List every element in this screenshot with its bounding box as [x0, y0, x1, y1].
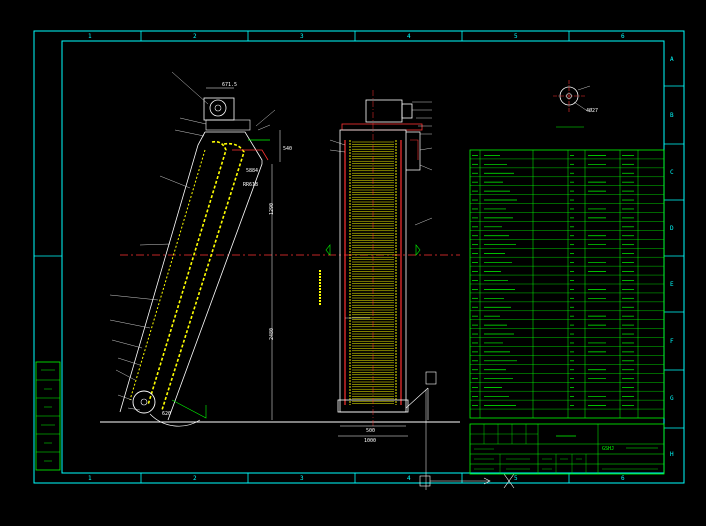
dim-vertical-2: 2480 [269, 328, 275, 340]
front-drive-motor [365, 99, 403, 123]
dim-right-top: 540 [283, 146, 292, 152]
col-label-top: 2 [193, 33, 197, 40]
row-label: G [670, 395, 674, 402]
column-labels: 1 2 3 4 5 6 1 2 3 4 5 6 [88, 33, 625, 482]
inner-frame-rail [119, 131, 206, 413]
col-label-top: 6 [621, 33, 625, 40]
side-view: 671.5 540 5884 RR618 1290 2480 620 [109, 71, 292, 427]
col-label-bottom: 1 [88, 475, 92, 482]
outer-frame [33, 30, 685, 484]
row-label: F [670, 338, 674, 345]
detail-view: 4Ø27 [553, 80, 598, 128]
col-label-bottom: 2 [193, 475, 197, 482]
title-block: GSHJ [469, 423, 665, 475]
chain-inner [161, 142, 245, 411]
col-label-top: 3 [300, 33, 304, 40]
row-label: A [670, 56, 674, 63]
col-label-top: 1 [88, 33, 92, 40]
label-mid: RR618 [243, 182, 258, 188]
col-label-bottom: 5 [514, 475, 518, 482]
col-label-top: 4 [407, 33, 411, 40]
row-label: C [670, 169, 674, 176]
outer-frame-rail [167, 131, 263, 421]
zone-ticks [34, 31, 684, 483]
dim-bottom: 620 [162, 411, 171, 417]
col-label-top: 5 [514, 33, 518, 40]
ucs-icon [419, 473, 515, 489]
drive-head [203, 97, 235, 121]
dim-top: 671.5 [222, 82, 237, 88]
front-dim-1: 500 [366, 428, 375, 434]
front-view: 500 1000 [319, 90, 437, 490]
dim-mid: 5884 [246, 168, 258, 174]
col-label-bottom: 6 [621, 475, 625, 482]
drawing-title: GSHJ [602, 446, 614, 452]
discharge-chute [232, 149, 269, 161]
chain-outer [147, 140, 227, 406]
detail-label-right: 4Ø27 [586, 107, 598, 114]
bottom-sprocket [132, 390, 156, 414]
col-label-bottom: 4 [407, 475, 411, 482]
dim-vertical-1: 1290 [269, 203, 275, 215]
row-label: B [670, 112, 674, 119]
row-labels: A B C D E F G H [670, 56, 674, 458]
row-label: H [670, 451, 674, 458]
front-dim-2: 1000 [364, 438, 376, 444]
drive-motor [209, 99, 227, 117]
row-label: D [670, 225, 674, 232]
row-label: E [670, 281, 674, 288]
parts-list-table [469, 149, 665, 419]
col-label-bottom: 3 [300, 475, 304, 482]
left-revision-block [35, 361, 61, 471]
